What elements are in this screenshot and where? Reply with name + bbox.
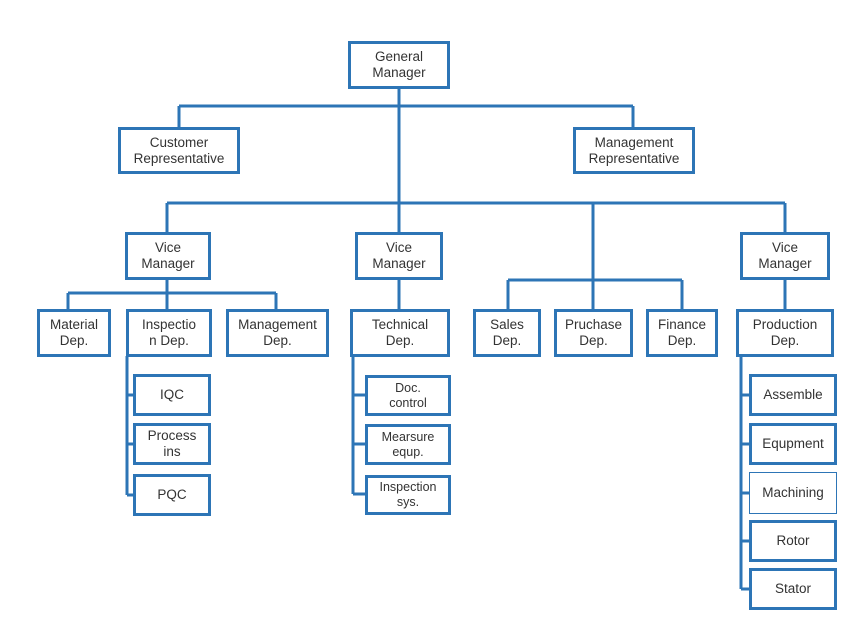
- vice-manager-box-1: Vice Manager: [125, 232, 211, 280]
- technical-dep-box: Technical Dep.: [350, 309, 450, 357]
- inspection-dep-box: Inspectio n Dep.: [126, 309, 212, 357]
- measure-equp-box: Mearsure equp.: [365, 424, 451, 465]
- production-dep-box: Production Dep.: [736, 309, 834, 357]
- machining-box: Machining: [749, 472, 837, 514]
- vice-manager-box-2: Vice Manager: [355, 232, 443, 280]
- iqc-box: IQC: [133, 374, 211, 416]
- vice-manager-box-3: Vice Manager: [740, 232, 830, 280]
- assemble-box: Assemble: [749, 374, 837, 416]
- equpment-box: Equpment: [749, 423, 837, 465]
- customer-representative-box: Customer Representative: [118, 127, 240, 174]
- pqc-box: PQC: [133, 474, 211, 516]
- finance-dep-box: Finance Dep.: [646, 309, 718, 357]
- general-manager-box: General Manager: [348, 41, 450, 89]
- inspection-sys-box: Inspection sys.: [365, 475, 451, 515]
- process-ins-box: Process ins: [133, 423, 211, 465]
- material-dep-box: Material Dep.: [37, 309, 111, 357]
- doc-control-box: Doc. control: [365, 375, 451, 416]
- management-dep-box: Management Dep.: [226, 309, 329, 357]
- management-representative-box: Management Representative: [573, 127, 695, 174]
- rotor-box: Rotor: [749, 520, 837, 562]
- purchase-dep-box: Pruchase Dep.: [554, 309, 633, 357]
- stator-box: Stator: [749, 568, 837, 610]
- sales-dep-box: Sales Dep.: [473, 309, 541, 357]
